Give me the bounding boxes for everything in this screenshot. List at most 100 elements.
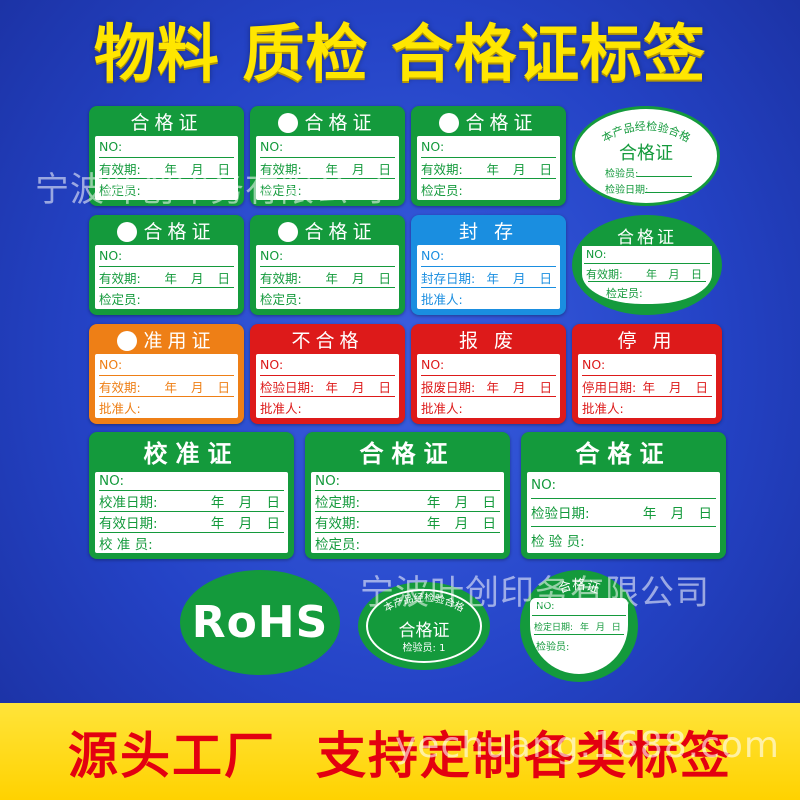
label-field: NO: <box>531 477 557 494</box>
label-unqualified: 不合格 NO: 检验日期: 年 月 日 批准人: <box>250 324 405 424</box>
label-field: NO: <box>582 356 606 372</box>
oval-label-inspected: 本产品经检验合格 合格证 检验员: 检验日期: <box>572 106 720 206</box>
footer-banner: 源头工厂 支持定制各类标签 yechuang.1688.com <box>0 703 800 800</box>
label-date-placeholder: 年 月 日 <box>426 516 496 532</box>
label-date-placeholder: 年 月 日 <box>325 379 391 395</box>
label-date-placeholder: 年 月 日 <box>325 270 391 286</box>
label-field: 有效期: <box>260 161 302 177</box>
header-banner: 物料 质检 合格证标签 <box>0 0 800 95</box>
label-field: 批准人: <box>260 401 302 417</box>
label-date-placeholder: 年 月 日 <box>426 495 496 511</box>
round-arc-text: 合格证 <box>557 577 602 597</box>
label-title: 停 用 <box>617 330 677 352</box>
label-title: 合格证 <box>359 440 456 468</box>
label-field: 检定员: <box>260 183 302 199</box>
oval-label-inspected-green: 本产品经检验合格 合格证 检验员: 1 <box>358 582 490 670</box>
label-field: NO: <box>315 473 341 489</box>
label-date-placeholder: 年 月 日 <box>486 379 552 395</box>
label-title: 合格证 <box>143 221 216 243</box>
footer-left-text: 源头工厂 <box>68 726 276 785</box>
oval-field: NO: <box>586 248 607 261</box>
oval-title: 合格证 <box>617 228 677 248</box>
arc-text: 本产品经检验合格 <box>381 591 466 615</box>
label-field: 批准人: <box>421 292 463 308</box>
label-field: 有效期: <box>99 161 141 177</box>
round-label-qualified: 合格证 NO: 检定日期: 年 月 日 检验员: <box>520 570 638 682</box>
label-title: 校准证 <box>143 440 240 468</box>
round-field: 检验员: <box>536 642 570 653</box>
label-field: 有效期: <box>260 270 302 286</box>
label-calibration: 校准证 NO: 校准日期:年 月 日 有效日期:年 月 日 校 准 员: <box>89 432 294 559</box>
label-field: NO: <box>99 356 123 372</box>
label-date-placeholder: 年 月 日 <box>210 495 280 511</box>
label-field: 有效期: <box>421 161 463 177</box>
oval-field: 检验员: <box>605 169 639 180</box>
label-field: 封存日期: <box>421 270 476 286</box>
label-field: 检定期: <box>315 495 361 511</box>
oval-field: 检验员: 1 <box>402 643 446 654</box>
label-date-placeholder: 年 月 日 <box>642 379 708 395</box>
label-date-placeholder: 年 月 日 <box>164 161 230 177</box>
dot-icon <box>278 113 299 133</box>
oval-title: 合格证 <box>619 143 673 164</box>
oval-field: 检验日期: <box>605 185 649 196</box>
label-field: 检定员: <box>315 537 361 553</box>
label-date-placeholder: 年 月 日 <box>164 270 230 286</box>
label-field: 检定员: <box>421 183 463 199</box>
label-field: 有效期: <box>315 516 361 532</box>
label-field: 检验日期: <box>531 506 590 523</box>
label-field: 报废日期: <box>421 379 476 395</box>
label-field: 有效日期: <box>99 516 158 532</box>
label-date-placeholder: 年 月 日 <box>486 270 552 286</box>
label-field: 批准人: <box>582 401 624 417</box>
dot-icon <box>117 331 138 351</box>
rohs-text: RoHS <box>191 597 329 648</box>
label-permit: 准用证 NO: 有效期:年 月 日 批准人: <box>89 324 244 424</box>
label-date-placeholder: 年 月 日 <box>486 161 552 177</box>
label-field: 校 准 员: <box>99 537 153 553</box>
letter-c-icon: C <box>278 222 299 242</box>
label-title: 合格证 <box>304 112 377 134</box>
label-suspended: 停 用 NO: 停用日期: 年 月 日 批准人: <box>572 324 722 424</box>
label-title: 不合格 <box>291 330 364 352</box>
label-field: 检定员: <box>260 292 302 308</box>
label-title: 合格证 <box>575 440 672 468</box>
arc-text: 合格证 <box>557 577 602 597</box>
svg-text:合格证: 合格证 <box>557 577 602 597</box>
label-field: NO: <box>99 247 123 263</box>
round-field: 检定日期: <box>534 623 574 633</box>
svg-text:本产品经检验合格: 本产品经检验合格 <box>381 591 466 615</box>
label-field: 检定员: <box>99 292 141 308</box>
label-scrapped: 报 废 NO: 报废日期: 年 月 日 批准人: <box>411 324 566 424</box>
label-title: 合格证 <box>130 112 203 134</box>
arc-text: 本产品经检验合格 <box>599 119 693 145</box>
label-field: 停用日期: <box>582 379 637 395</box>
label-field: NO: <box>421 138 445 154</box>
label-title: 合格证 <box>465 112 538 134</box>
label-qualified-large-2: 合格证 NO: 检验日期: 年 月 日 检 验 员: <box>521 432 726 559</box>
label-field: 有效期: <box>99 270 141 286</box>
label-title: 合格证 <box>304 221 377 243</box>
label-title: 报 废 <box>458 330 519 352</box>
label-field: 批准人: <box>421 401 463 417</box>
label-field: NO: <box>260 356 284 372</box>
label-field: 检验日期: <box>260 379 315 395</box>
label-field: NO: <box>260 138 284 154</box>
label-field: 检 验 员: <box>531 533 585 550</box>
label-field: 批准人: <box>99 401 141 417</box>
label-title: 封 存 <box>458 221 519 243</box>
round-field: NO: <box>536 601 555 612</box>
label-date-placeholder: 年 月 日 <box>210 516 280 532</box>
label-field: NO: <box>421 247 445 263</box>
oval-date-placeholder: 年 月 日 <box>646 268 702 281</box>
label-qualified-dot: 合格证 NO: 有效期: 年 月 日 检定员: <box>250 106 405 206</box>
label-date-placeholder: 年 月 日 <box>325 161 391 177</box>
label-date-placeholder: 年 月 日 <box>642 506 712 523</box>
rohs-label: RoHS <box>180 570 340 675</box>
label-field: NO: <box>421 356 445 372</box>
label-qualified-1: 合格证 NO: 有效期:年 月 日 检定员: <box>89 106 244 206</box>
round-date-placeholder: 年 月 日 <box>580 623 621 633</box>
